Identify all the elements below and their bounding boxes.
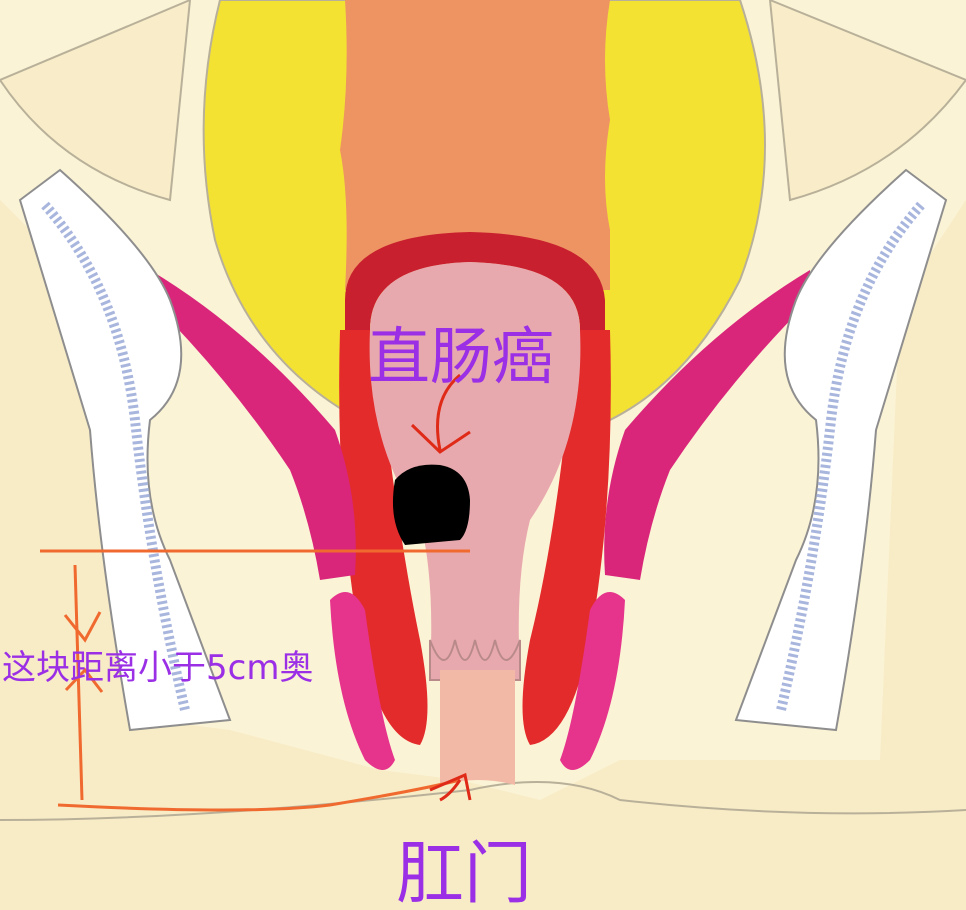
distance-note-label: 这块距离小于5cm奥 [2,648,314,688]
sphincter-right [560,592,625,770]
pelvic-floor-area [0,200,966,910]
anus-label: 肛门 [396,835,533,910]
levator-ani-left [150,270,356,580]
tumor [392,464,470,545]
skin-outline [0,781,966,821]
right-pelvis-outline [768,0,966,202]
distance-annotation [40,549,470,812]
levator-ani-right [604,270,810,580]
anal-canal [440,670,515,785]
left-pelvis-outline [0,0,192,202]
rectal-lumen [369,262,581,670]
rectal-wall-top [345,232,605,330]
left-pelvic-bone [18,168,232,732]
right-pelvic-bone [734,168,948,732]
sigmoid-colon [340,0,610,290]
rectal-cancer-label: 直肠癌 [368,320,555,393]
sphincter-left [330,592,395,770]
arrow-to-anus [429,772,472,802]
arrow-to-tumor [410,373,471,454]
